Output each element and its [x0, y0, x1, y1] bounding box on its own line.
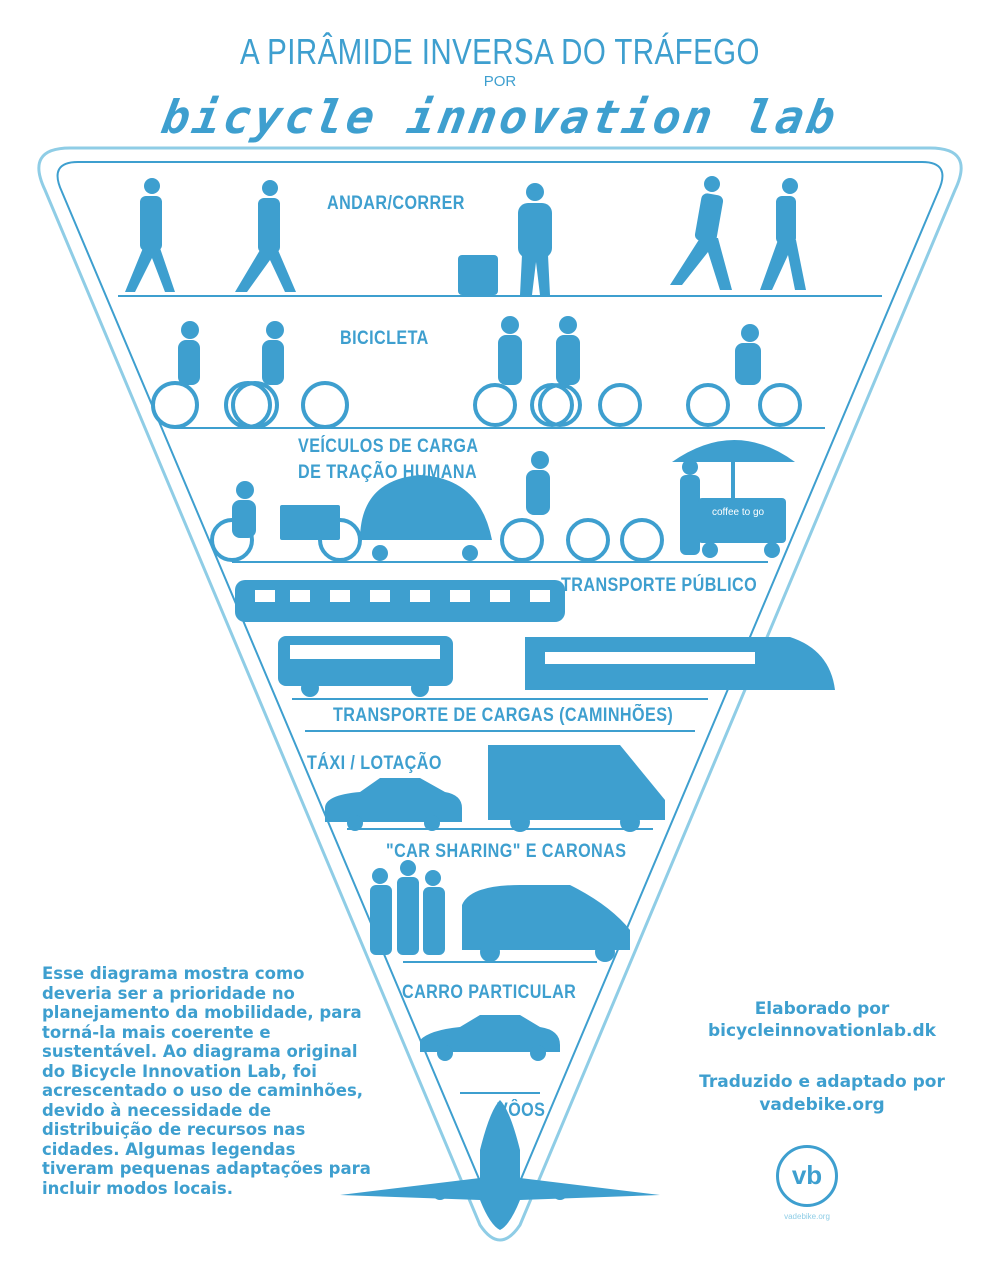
- translated-label: Traduzido e adaptado por: [699, 1072, 945, 1092]
- tier-label-taxi: TÁXI / LOTAÇÃO: [307, 753, 442, 774]
- cyclist-icon: [526, 451, 550, 515]
- tier-label-trucks: TRANSPORTE DE CARGAS (CAMINHÕES): [333, 705, 674, 726]
- tier-label-bicycle: BICICLETA: [340, 328, 429, 349]
- walker-icon: [125, 178, 175, 292]
- tier-label-walking: ANDAR/CORRER: [327, 193, 465, 214]
- cyclist-icon: [178, 321, 200, 385]
- cyclist-icon: [262, 321, 284, 385]
- tier-label-cargo-2: DE TRAÇÃO HUMANA: [298, 462, 478, 483]
- tier-label-car-sharing: "CAR SHARING" E CARONAS: [386, 841, 627, 862]
- tier-dividers: [118, 295, 882, 1094]
- tier-label-private-car: CARRO PARTICULAR: [402, 982, 577, 1003]
- cyclist-icon: [556, 316, 580, 385]
- logo-caption: vadebike.org: [784, 1212, 830, 1221]
- brand-logo: bicycle innovation lab: [157, 90, 843, 144]
- tier-label-flights: VÔOS: [497, 1100, 546, 1121]
- taxi-icon: [325, 778, 462, 831]
- made-by-label: Elaborado por: [754, 999, 890, 1019]
- vadebike-logo: vb: [776, 1145, 838, 1207]
- airplane-icon: [340, 1100, 660, 1230]
- page-title: A PIRÂMIDE INVERSA DO TRÁFEGO: [240, 31, 760, 72]
- pyramid-outer: [37, 146, 963, 1242]
- walker-icon: [235, 180, 296, 292]
- translated-by-link[interactable]: vadebike.org: [759, 1095, 885, 1115]
- people-group-icon: [370, 860, 445, 955]
- runner-icon: [670, 176, 732, 290]
- by-label: POR: [483, 73, 517, 90]
- shared-car-icon: [462, 885, 630, 962]
- traveler-with-luggage-icon: [458, 183, 552, 295]
- train-icon: [525, 637, 835, 690]
- bus-icon: [278, 636, 453, 697]
- cyclist-icon: [735, 324, 761, 385]
- cyclist-icon: [498, 316, 522, 385]
- tier-label-cargo: VEÍCULOS DE CARGA: [298, 436, 479, 457]
- coffee-cart-text: coffee to go: [712, 507, 765, 518]
- description-text: Esse diagrama mostra como deveria ser a …: [42, 964, 371, 1198]
- tier-label-public-transport: TRANSPORTE PÚBLICO: [561, 575, 758, 596]
- truck-icon: [488, 745, 665, 832]
- coffee-cart-icon: [672, 440, 795, 558]
- runner-icon: [760, 178, 806, 290]
- cargo-bike-icon: [232, 481, 340, 540]
- velomobile-icon: [360, 475, 492, 561]
- made-by-link[interactable]: bicycleinnovationlab.dk: [708, 1021, 936, 1041]
- private-car-icon: [420, 1015, 560, 1061]
- tram-icon: [235, 580, 565, 622]
